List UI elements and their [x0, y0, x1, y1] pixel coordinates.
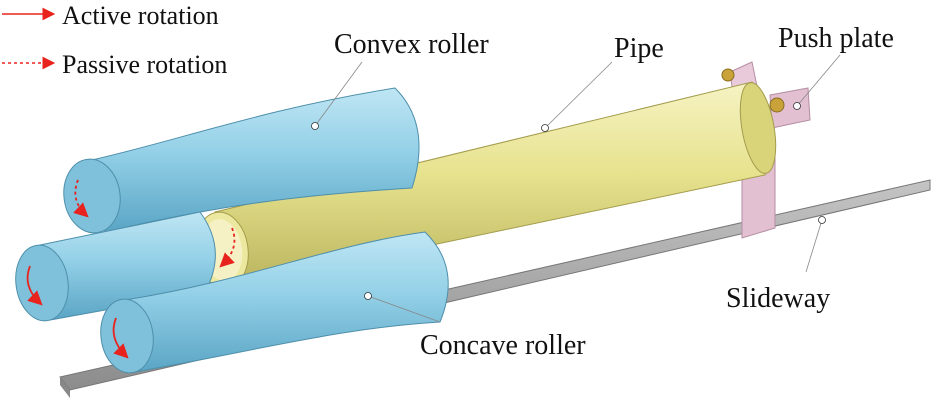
passive-rotation-arrow-convex	[73, 179, 89, 218]
push-plate-label: Push plate	[778, 23, 894, 54]
concave-roller-point	[364, 292, 372, 300]
push-plate-point	[793, 102, 801, 110]
slideway-point	[818, 216, 826, 224]
active-rotation-label: Active rotation	[62, 1, 219, 30]
convex-roller-point	[311, 122, 319, 130]
passive-rotation-label: Passive rotation	[62, 50, 227, 79]
rotation-arrows	[26, 179, 236, 359]
concave-roller-label: Concave roller	[420, 330, 586, 361]
slideway-label: Slideway	[726, 283, 830, 314]
passive-rotation-arrow-pipe	[219, 227, 236, 268]
convex-roller-label: Convex roller	[334, 29, 489, 60]
pipe-label: Pipe	[614, 33, 664, 64]
pipe-point	[541, 124, 549, 132]
legend: Active rotation Passive rotation	[2, 1, 227, 79]
leaders	[311, 54, 841, 323]
active-rotation-arrow-concave	[112, 317, 129, 359]
active-rotation-arrow-left	[26, 265, 43, 306]
